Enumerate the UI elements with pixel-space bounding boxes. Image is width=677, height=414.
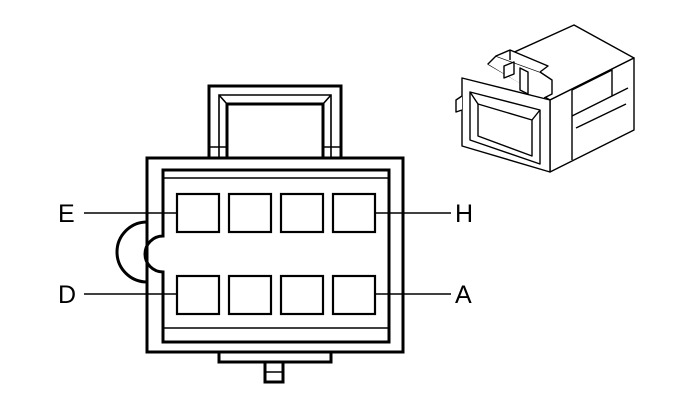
cavity xyxy=(227,192,273,234)
cavity-a xyxy=(331,274,377,316)
leader-lines xyxy=(84,212,451,295)
locking-tab xyxy=(207,84,343,158)
cavity xyxy=(227,274,273,316)
cavity xyxy=(279,192,325,234)
cavities xyxy=(175,192,377,316)
cavity xyxy=(279,274,325,316)
label-h: H xyxy=(455,200,473,228)
cavity-d xyxy=(175,274,221,316)
housing-outer xyxy=(145,156,405,354)
label-a: A xyxy=(455,281,472,309)
cavity-h xyxy=(331,192,377,234)
housing-inner xyxy=(143,168,391,344)
label-e: E xyxy=(58,200,75,228)
polarization-notch xyxy=(115,220,148,284)
label-d: D xyxy=(58,281,76,309)
connector-isometric-view xyxy=(455,24,635,173)
connector-face-view: E H D A xyxy=(58,84,473,384)
bottom-latch xyxy=(217,352,333,384)
cavity-e xyxy=(175,192,221,234)
